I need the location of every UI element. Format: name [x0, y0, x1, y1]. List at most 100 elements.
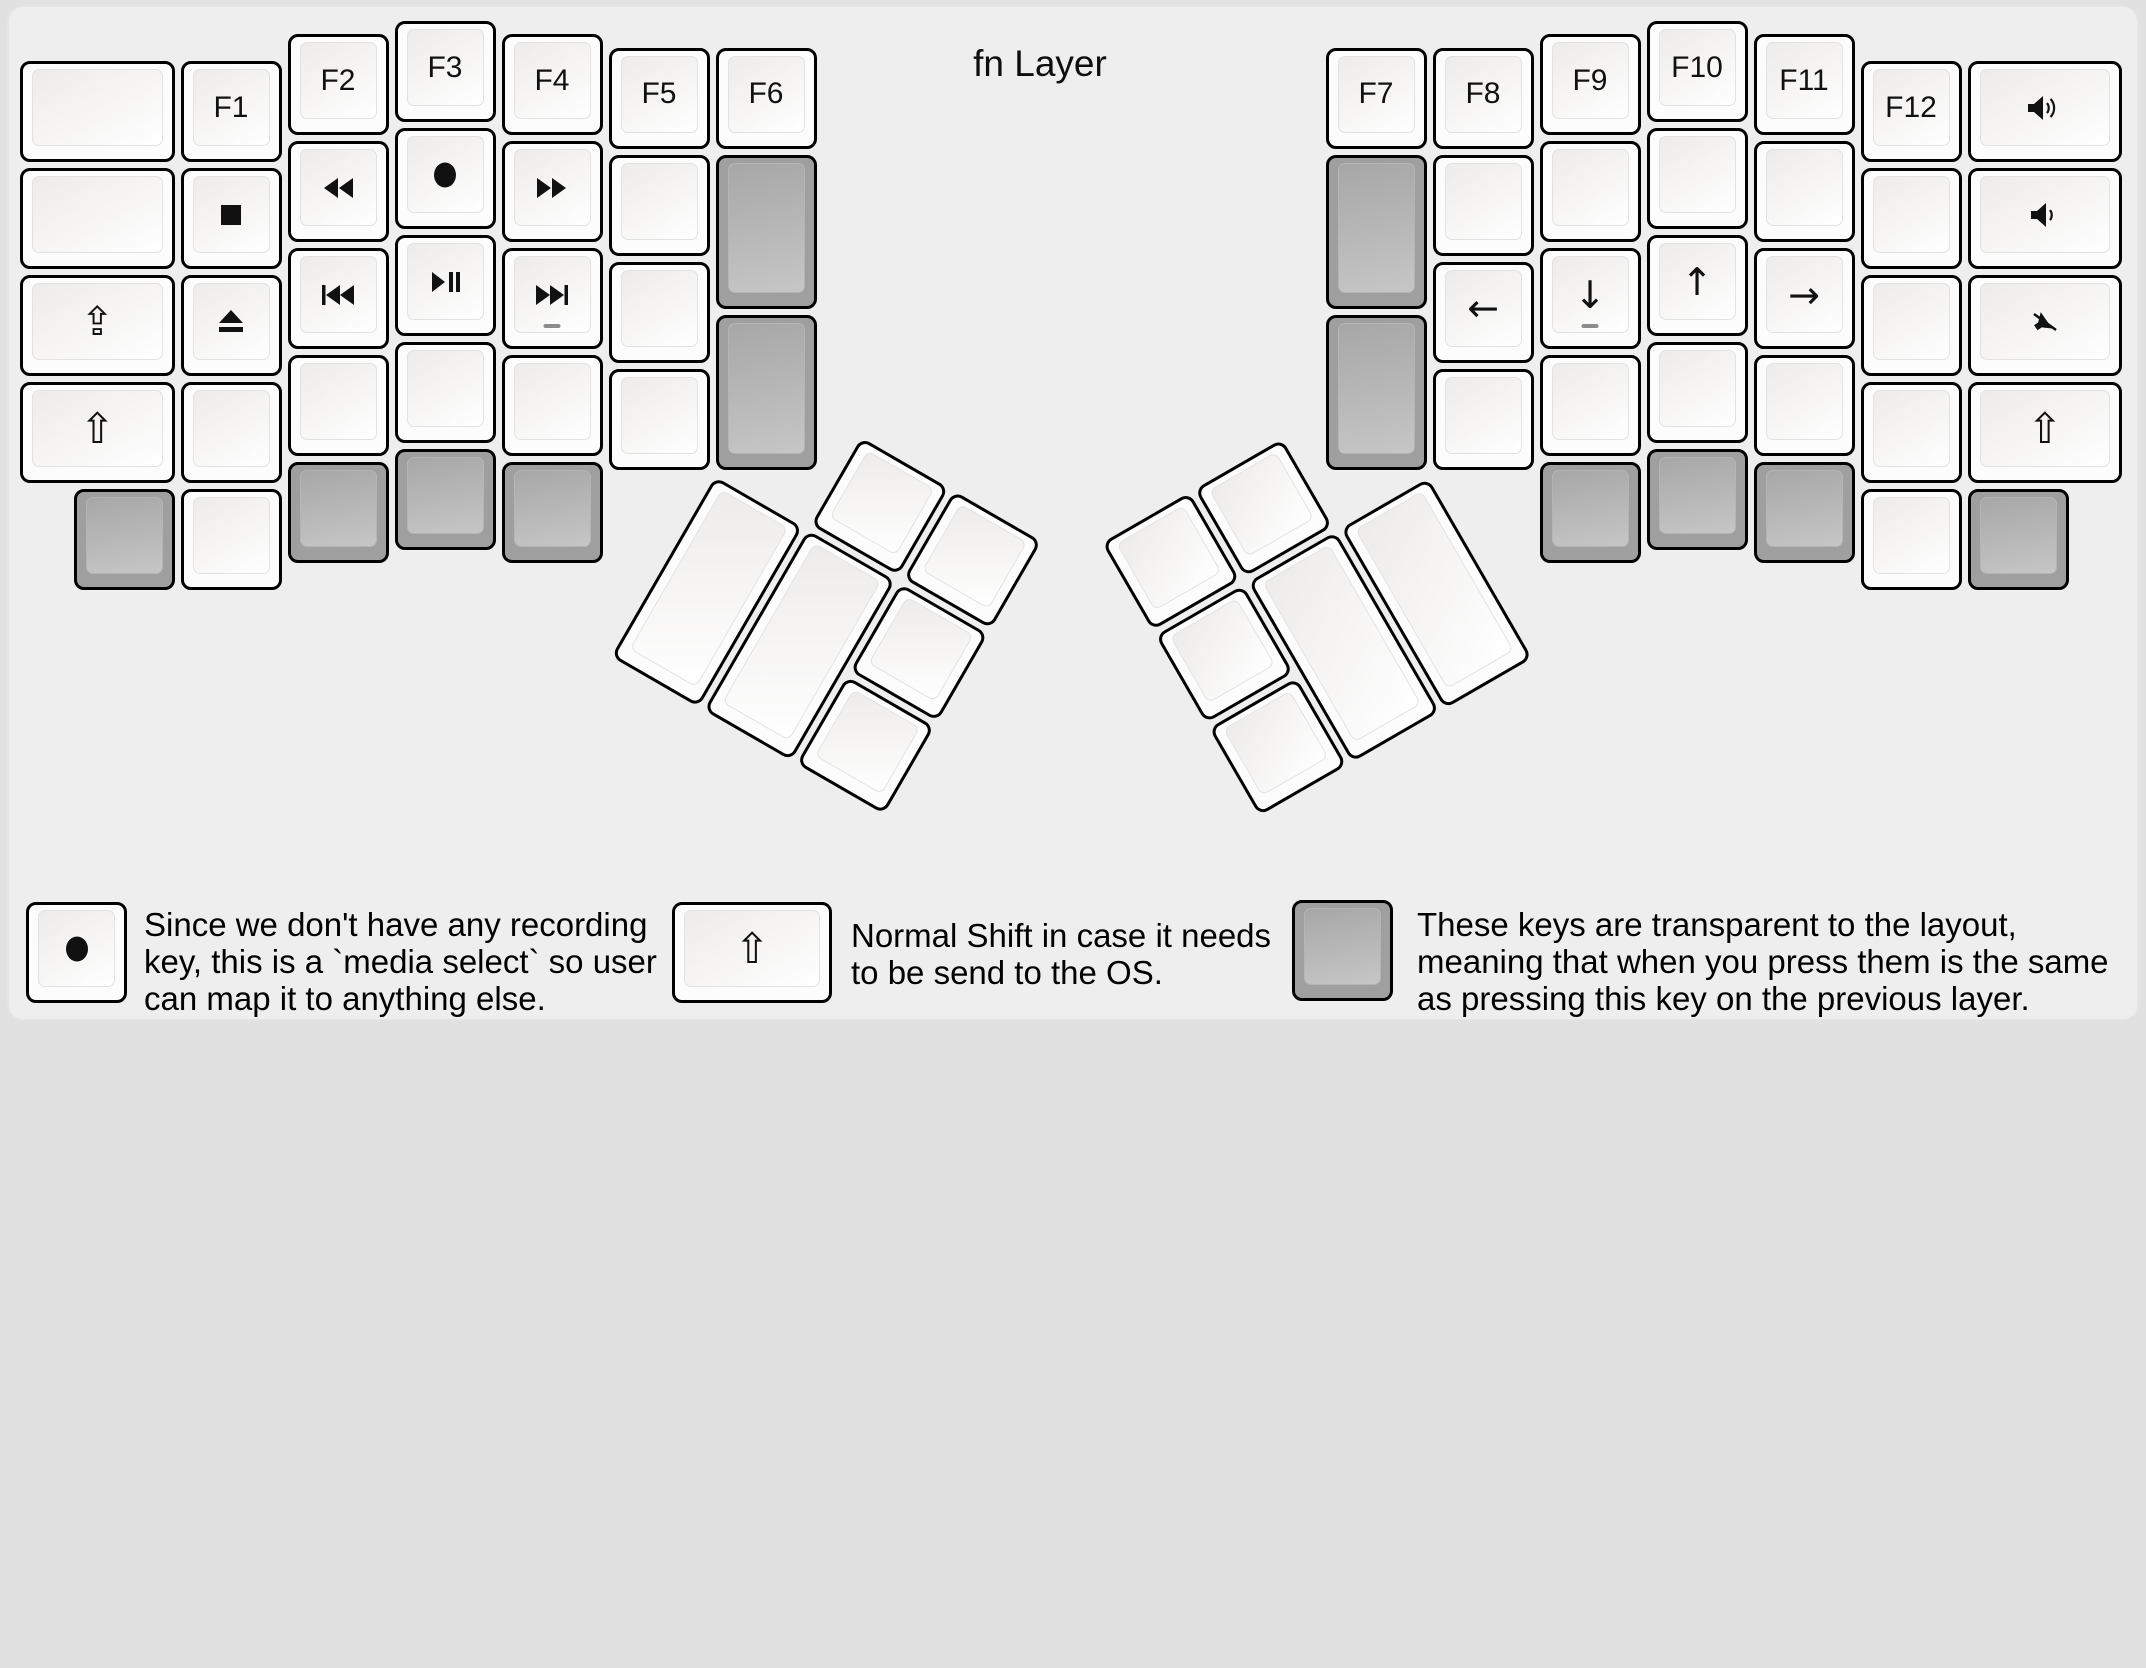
key-f8[interactable]: F8 [1432, 47, 1534, 149]
keytop [1979, 283, 2110, 361]
key-blank[interactable] [180, 382, 282, 484]
keytop [1658, 350, 1736, 427]
key-media-select-sample[interactable] [26, 902, 127, 1003]
key-f7[interactable]: F7 [1325, 47, 1427, 149]
legend-text-line: Since we don't have any recording [144, 906, 648, 943]
keytop [32, 176, 163, 254]
key-f9[interactable]: F9 [1539, 34, 1641, 136]
key-caps-lock[interactable]: ⇪ [20, 275, 175, 377]
keytop [1658, 136, 1736, 213]
key-transparent[interactable] [1753, 462, 1855, 564]
key-blank[interactable] [1753, 355, 1855, 457]
key-volume-up[interactable] [1967, 61, 2122, 163]
key-mute[interactable] [1967, 275, 2122, 377]
key-shift[interactable]: ⇧ [1967, 382, 2122, 484]
keytop: F4 [513, 42, 591, 120]
key-transparent[interactable] [1967, 489, 2069, 591]
keytop [1765, 470, 1843, 548]
key-f2[interactable]: F2 [287, 34, 389, 136]
keytop [32, 69, 163, 147]
key-blank[interactable] [608, 154, 710, 256]
keytop [1979, 176, 2110, 254]
key-arrow-right[interactable]: → [1753, 248, 1855, 350]
key-blank[interactable] [180, 489, 282, 591]
key-f3[interactable]: F3 [394, 21, 496, 122]
keytop [38, 910, 115, 987]
record-icon [62, 934, 92, 964]
keytop [1304, 908, 1381, 985]
keytop [1765, 149, 1843, 227]
keytop [192, 283, 270, 361]
key-transparent[interactable] [394, 449, 496, 550]
key-f4[interactable]: F4 [501, 34, 603, 136]
keytop: ⇪ [32, 283, 163, 361]
key-play-pause[interactable] [394, 235, 496, 336]
key-f12[interactable]: F12 [1860, 61, 1962, 163]
keytop [192, 176, 270, 254]
key-blank[interactable] [1539, 141, 1641, 243]
keytop [1444, 376, 1522, 454]
keytop: F12 [1872, 69, 1950, 147]
key-transparent[interactable] [715, 154, 817, 310]
key-shift-sample[interactable]: ⇧ [672, 902, 832, 1003]
key-blank[interactable] [501, 355, 603, 457]
key-transparent[interactable] [1646, 449, 1748, 550]
key-transparent[interactable] [1325, 315, 1427, 470]
key-arrow-up[interactable]: ↑ [1646, 235, 1748, 336]
keytop [1551, 149, 1629, 227]
key-next-track[interactable] [501, 248, 603, 350]
key-transparent[interactable] [501, 462, 603, 564]
key-f1[interactable]: F1 [180, 61, 282, 163]
legend-text-line: to be send to the OS. [851, 954, 1163, 991]
key-blank[interactable] [394, 342, 496, 443]
legend-text-line: key, this is a `media select` so user [144, 943, 657, 980]
key-prev-track[interactable] [287, 248, 389, 350]
key-f11[interactable]: F11 [1753, 34, 1855, 136]
key-arrow-left[interactable]: ← [1432, 261, 1534, 363]
key-blank[interactable] [1539, 355, 1641, 457]
keytop: ↓ [1551, 256, 1629, 334]
key-blank[interactable] [1646, 128, 1748, 229]
key-blank[interactable] [1432, 154, 1534, 256]
key-volume-down[interactable] [1967, 168, 2122, 270]
keytop: F9 [1551, 42, 1629, 120]
key-rewind[interactable] [287, 141, 389, 243]
legend-text-line: as pressing this key on the previous lay… [1417, 980, 2030, 1017]
key-stop[interactable] [180, 168, 282, 270]
key-fast-forward[interactable] [501, 141, 603, 243]
key-label: F2 [320, 63, 356, 97]
keytop [1979, 497, 2057, 575]
key-transparent[interactable] [73, 489, 175, 591]
key-transparent[interactable] [287, 462, 389, 564]
key-blank[interactable] [608, 368, 710, 470]
key-media-select[interactable] [394, 128, 496, 229]
key-blank[interactable] [1860, 382, 1962, 484]
keytop [513, 256, 591, 334]
key-arrow-down[interactable]: ↓ [1539, 248, 1641, 350]
key-f10[interactable]: F10 [1646, 21, 1748, 122]
key-eject[interactable] [180, 275, 282, 377]
key-blank[interactable] [1432, 368, 1534, 470]
key-transparent-sample[interactable] [1292, 900, 1393, 1001]
key-blank[interactable] [1646, 342, 1748, 443]
key-label: F6 [748, 77, 784, 111]
key-transparent[interactable] [1539, 462, 1641, 564]
key-blank[interactable] [1860, 275, 1962, 377]
key-label: F9 [1572, 63, 1608, 97]
key-blank[interactable] [20, 61, 175, 163]
keytop [1872, 283, 1950, 361]
key-transparent[interactable] [1325, 154, 1427, 310]
key-blank[interactable] [20, 168, 175, 270]
key-blank[interactable] [287, 355, 389, 457]
key-blank[interactable] [1860, 168, 1962, 270]
key-transparent[interactable] [715, 315, 817, 470]
key-shift[interactable]: ⇧ [20, 382, 175, 484]
key-f5[interactable]: F5 [608, 47, 710, 149]
key-blank[interactable] [1753, 141, 1855, 243]
key-blank[interactable] [608, 261, 710, 363]
key-blank[interactable] [1860, 489, 1962, 591]
key-f6[interactable]: F6 [715, 47, 817, 149]
keytop [513, 149, 591, 227]
